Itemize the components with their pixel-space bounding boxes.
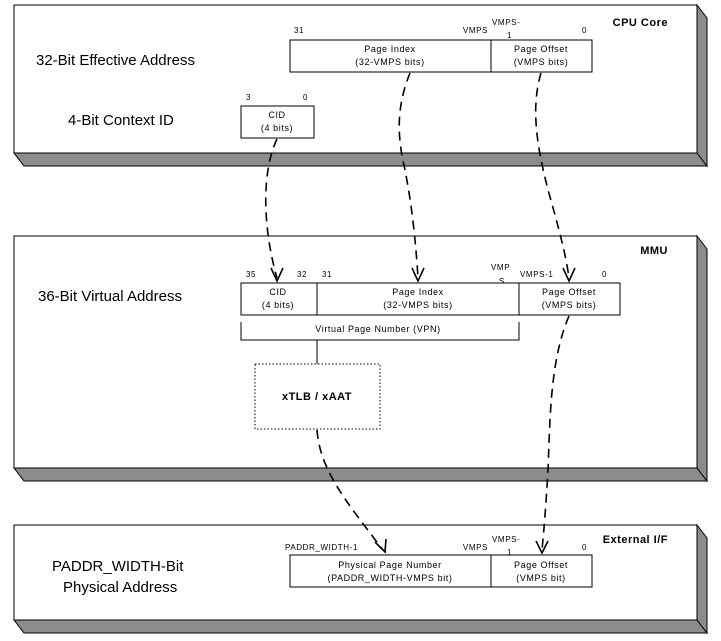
physical-address-label-line1: PADDR_WIDTH-Bit: [52, 558, 184, 575]
va-cid-title: CID: [269, 287, 286, 297]
arrow-page-offset-to-va: [534, 72, 570, 279]
va-bit-vmps-suffix: S: [499, 277, 505, 286]
cpu-core-title: CPU Core: [613, 17, 668, 29]
ea-page-index-title: Page Index: [364, 44, 416, 54]
physical-address-label-line2: Physical Address: [63, 579, 177, 596]
virtual-address-register: [240, 282, 621, 316]
pa-page-offset-width: (VMPS bit): [516, 573, 566, 583]
ea-bit-31: 31: [294, 26, 304, 35]
va-page-index-width: (32-VMPS bits): [383, 300, 452, 310]
ext-panel-shadow-bottom: [12, 619, 709, 634]
arrow-offset-to-pa-head: [535, 540, 549, 555]
pa-bit-vmps-1: VMPS-: [492, 535, 520, 544]
translation-arrows: [265, 72, 576, 555]
pa-ppn-title: Physical Page Number: [338, 560, 442, 570]
mmu-panel-shadow-bottom: [12, 467, 709, 482]
va-page-offset-width: (VMPS bits): [542, 300, 597, 310]
effective-address-label: 32-Bit Effective Address: [36, 52, 195, 69]
cid-title: CID: [268, 110, 285, 120]
va-bit-32: 32: [297, 270, 307, 279]
pa-ppn-width: (PADDR_WIDTH-VMPS bit): [327, 573, 452, 583]
cpu-panel-shadow-bottom: [12, 152, 709, 167]
cid-width: (4 bits): [261, 123, 293, 133]
mmu-panel-shadow-right: [696, 234, 708, 483]
va-bit-vmps-1: VMPS-1: [520, 270, 553, 279]
arrow-page-index-to-va-head: [411, 267, 425, 283]
ea-page-offset-width: (VMPS bits): [514, 57, 569, 67]
xtlb-xaat-block: [254, 363, 381, 430]
pa-bit-vmps: VMPS: [463, 543, 488, 552]
cpu-panel-frame: [13, 4, 698, 154]
ea-bit-vmps-1-suffix: 1: [507, 31, 512, 40]
ea-bit-vmps-1: VMPS-: [492, 18, 520, 27]
mmu-title: MMU: [640, 245, 668, 257]
ext-panel-shadow-right: [696, 523, 708, 635]
mmu-panel: MMU 36-Bit Virtual Address 35 32 31 VMP …: [12, 234, 709, 483]
vpn-label: Virtual Page Number (VPN): [315, 324, 440, 334]
arrow-page-offset-to-va-head: [562, 267, 576, 283]
ea-bit-vmps: VMPS: [463, 26, 488, 35]
external-if-title: External I/F: [603, 534, 668, 546]
context-id-register: [240, 105, 315, 139]
ea-page-offset-title: Page Offset: [514, 44, 568, 54]
va-page-index-title: Page Index: [392, 287, 444, 297]
cid-bit-0: 0: [303, 93, 308, 102]
physical-address-register: [289, 554, 593, 588]
va-cid-width: (4 bits): [262, 300, 294, 310]
arrow-offset-to-pa: [541, 315, 570, 551]
cid-bit-3: 3: [246, 93, 251, 102]
vpn-bracket: [240, 322, 520, 341]
xtlb-xaat-label: xTLB / xAAT: [282, 391, 352, 403]
context-id-label: 4-Bit Context ID: [68, 112, 174, 129]
external-if-panel: External I/F PADDR_WIDTH-Bit Physical Ad…: [12, 523, 709, 635]
cpu-core-panel: CPU Core 32-Bit Effective Address 4-Bit …: [12, 3, 709, 168]
ea-bit-0: 0: [582, 26, 587, 35]
arrow-cid-to-va-head: [270, 267, 284, 283]
pa-bit-vmps-1-suffix: 1: [507, 548, 512, 557]
va-bit-31: 31: [322, 270, 332, 279]
arrow-cid-to-va: [265, 138, 278, 279]
mmu-panel-frame: [13, 235, 698, 469]
arrow-page-index-to-va: [398, 72, 419, 279]
va-page-offset-title: Page Offset: [542, 287, 596, 297]
va-bit-35: 35: [246, 270, 256, 279]
va-bit-0: 0: [602, 270, 607, 279]
pa-page-offset-title: Page Offset: [514, 560, 568, 570]
virtual-address-label: 36-Bit Virtual Address: [38, 288, 182, 305]
pa-bit-0: 0: [582, 543, 587, 552]
pa-bit-paddr-width-1: PADDR_WIDTH-1: [285, 543, 358, 552]
effective-address-register: [289, 39, 593, 73]
ea-page-index-width: (32-VMPS bits): [355, 57, 424, 67]
cpu-panel-shadow-right: [696, 3, 708, 168]
arrow-tlb-to-ppn-head: [374, 538, 387, 554]
va-bit-vmps: VMP: [491, 263, 510, 272]
arrow-tlb-to-ppn: [316, 429, 384, 551]
